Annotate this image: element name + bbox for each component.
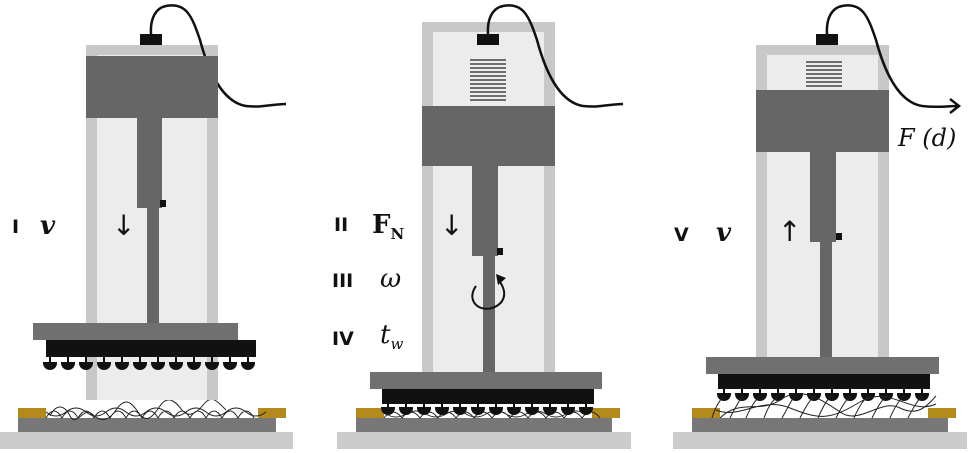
- sensor-cable: [825, 4, 959, 109]
- panel-1: [0, 4, 293, 449]
- sensor-connector: [140, 34, 162, 45]
- sensor-connector: [816, 34, 838, 45]
- head-block: [422, 106, 555, 166]
- shaft-lower: [147, 208, 159, 328]
- down-arrow-icon: ↓: [440, 209, 464, 242]
- velocity-symbol: v: [716, 218, 732, 248]
- up-arrow-icon: ↑: [778, 215, 802, 248]
- wait-time-symbol: tw: [380, 322, 403, 352]
- gold-pad-right: [258, 408, 286, 418]
- spring: [806, 61, 842, 87]
- substrate: [18, 418, 276, 432]
- step-label-3: III: [332, 270, 354, 292]
- step-label-1: I: [12, 216, 20, 238]
- probe-plate: [370, 372, 602, 389]
- shaft-upper: [137, 118, 162, 208]
- cable-arrowhead-icon: [949, 98, 962, 114]
- shaft-lower: [820, 242, 832, 358]
- head-block: [86, 56, 218, 118]
- gold-pad-left: [18, 408, 46, 418]
- probe-plate: [33, 323, 238, 340]
- panel-3: [673, 4, 967, 449]
- normal-force-main: F: [372, 210, 391, 240]
- panel-2: [337, 4, 631, 449]
- probe-plate: [706, 357, 939, 374]
- rotation-arrowhead-icon: [496, 274, 506, 285]
- sensor-cable: [149, 4, 287, 108]
- normal-force-symbol: FN: [372, 212, 404, 242]
- rotation-arrow-icon: [471, 281, 506, 310]
- substrate: [692, 418, 948, 432]
- step-label-4: IV: [332, 328, 354, 350]
- step-label-5: V: [674, 224, 689, 246]
- down-arrow-icon: ↓: [112, 209, 136, 242]
- shaft-marker: [497, 248, 503, 255]
- shaft-upper: [472, 166, 498, 256]
- velocity-symbol: v: [40, 211, 56, 241]
- spring: [470, 59, 506, 101]
- normal-force-subscript: N: [390, 225, 405, 244]
- fibrous-film: [45, 398, 267, 421]
- sensor-connector: [477, 34, 499, 45]
- contact-bumps: [716, 389, 930, 401]
- shaft-marker: [160, 200, 166, 207]
- stretched-fibrils: [711, 393, 937, 419]
- gold-pad-right: [928, 408, 956, 418]
- base-plate: [337, 432, 631, 449]
- base-plate: [0, 432, 293, 449]
- shaft-marker: [836, 233, 842, 240]
- contact-bar: [718, 374, 930, 389]
- contact-bumps: [380, 404, 594, 415]
- angular-velocity-symbol: ω: [380, 264, 402, 294]
- gold-pad-left: [356, 408, 384, 418]
- contact-bumps: [42, 357, 256, 370]
- sensor-cable: [486, 4, 624, 108]
- gold-pad-left: [692, 408, 720, 418]
- contact-bar: [382, 389, 594, 404]
- wait-time-main: t: [380, 320, 391, 350]
- gold-pad-right: [592, 408, 620, 418]
- wait-time-subscript: w: [390, 335, 404, 354]
- substrate: [356, 418, 612, 432]
- base-plate: [673, 432, 967, 449]
- contact-bar: [46, 340, 256, 357]
- step-label-2: II: [334, 214, 349, 236]
- head-block: [756, 90, 889, 152]
- shaft-lower: [483, 256, 495, 378]
- shaft-upper: [810, 152, 836, 242]
- force-displacement-label: F (d): [898, 124, 957, 152]
